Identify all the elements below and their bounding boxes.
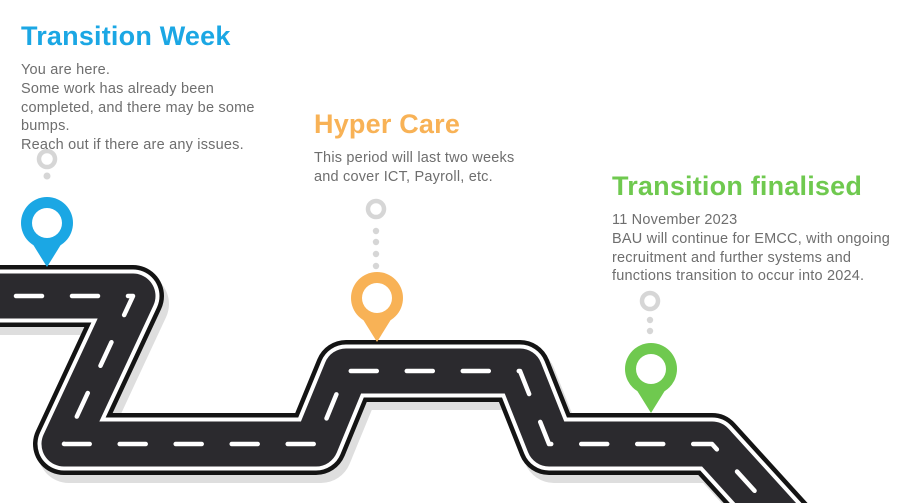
- blue-location-pin-icon: [21, 197, 73, 267]
- connector-dot: [372, 262, 380, 270]
- connector-dot: [372, 227, 380, 235]
- pin-center: [362, 283, 392, 313]
- pin-center: [636, 354, 666, 384]
- milestone-title: Transition Week: [21, 21, 231, 51]
- milestone-description: This period will last two weeks and cove…: [314, 150, 515, 185]
- connector-dot: [646, 316, 654, 324]
- connector-ring: [365, 198, 387, 220]
- connector-dots-transition-week: [36, 148, 58, 180]
- connector-dots-hyper-care: [365, 198, 387, 270]
- milestone-transition-finalised: Transition finalised 11 November 2023 BA…: [612, 170, 907, 286]
- connector-dot: [372, 238, 380, 246]
- milestone-hyper-care: Hyper Care This period will last two wee…: [314, 108, 554, 187]
- connector-ring: [639, 290, 661, 312]
- connector-dot: [43, 172, 51, 180]
- milestone-title: Hyper Care: [314, 109, 461, 139]
- connector-ring: [36, 148, 58, 170]
- milestone-transition-week: Transition Week You are here. Some work …: [21, 20, 283, 154]
- road-centerline: [0, 293, 769, 503]
- milestone-description: You are here. Some work has already been…: [21, 62, 255, 153]
- connector-dot: [372, 250, 380, 258]
- connector-dot: [646, 327, 654, 335]
- milestone-title: Transition finalised: [612, 171, 863, 201]
- connector-dots-transition-finalised: [639, 290, 661, 335]
- milestone-description: 11 November 2023 BAU will continue for E…: [612, 212, 890, 285]
- pin-center: [32, 208, 62, 238]
- orange-location-pin-icon: [351, 272, 403, 342]
- green-location-pin-icon: [625, 343, 677, 413]
